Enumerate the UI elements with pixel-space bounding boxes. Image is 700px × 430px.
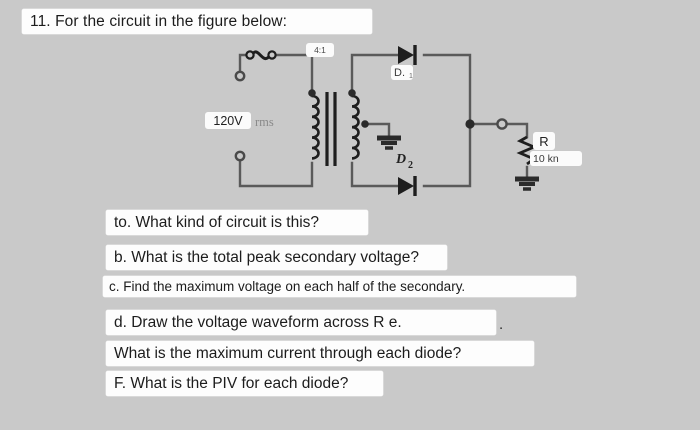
diode-d2-subscript: 2	[408, 160, 413, 171]
question-part-b: b. What is the total peak secondary volt…	[106, 245, 447, 270]
question-part-d: d. Draw the voltage waveform across R e.	[106, 310, 496, 335]
diode-d2-symbol	[398, 176, 417, 196]
resistor-designator-label: R	[533, 132, 555, 150]
question-part-f: F. What is the PIV for each diode?	[106, 371, 383, 396]
wire-center-tap	[365, 122, 391, 139]
resistor-value-label: 10 kn	[530, 151, 582, 166]
wire-primary-bottom	[238, 157, 314, 188]
wire-secondary-bottom	[350, 161, 400, 188]
diode-d1-label: D.	[391, 65, 413, 80]
wire-right-rail-bottom	[422, 122, 472, 188]
wire-load-top	[506, 122, 529, 139]
diode-d1-symbol	[398, 45, 417, 65]
page-title: 11. For the circuit in the figure below:	[22, 9, 372, 34]
input-terminal-top	[234, 70, 246, 82]
input-terminal-bottom	[234, 150, 246, 162]
diode-d1-subscript: 1	[409, 73, 413, 80]
question-part-e: What is the maximum current through each…	[106, 341, 534, 366]
source-voltage-label: 120V	[205, 112, 251, 129]
fuse-curve	[250, 50, 272, 61]
wire-secondary-top	[350, 53, 400, 98]
transformer-secondary-coil	[351, 94, 360, 160]
load-test-terminal	[496, 118, 508, 130]
question-part-c: c. Find the maximum voltage on each half…	[103, 276, 576, 297]
load-node-junction	[465, 119, 475, 129]
fuse-terminal-right	[267, 50, 277, 60]
ground-symbol-center-tap	[377, 135, 401, 150]
polarity-dot-primary	[308, 89, 316, 97]
fuse-symbol	[250, 50, 272, 61]
transformer-core	[325, 92, 337, 166]
source-unit-label: rms	[255, 115, 274, 129]
fuse-terminal-left	[245, 50, 255, 60]
polarity-dot-secondary	[348, 89, 356, 97]
transformer-ratio-label: 4:1	[306, 43, 334, 57]
ground-symbol-load	[515, 176, 539, 191]
transformer-primary-coil	[311, 94, 320, 160]
center-tap-node	[361, 120, 369, 128]
diode-d2-label: D	[396, 152, 407, 167]
question-part-a: to. What kind of circuit is this?	[106, 210, 368, 235]
question-part-d-trailing-mark: .	[499, 316, 504, 333]
wire-d1-output	[422, 53, 472, 126]
wire-primary-top-right	[270, 53, 314, 98]
